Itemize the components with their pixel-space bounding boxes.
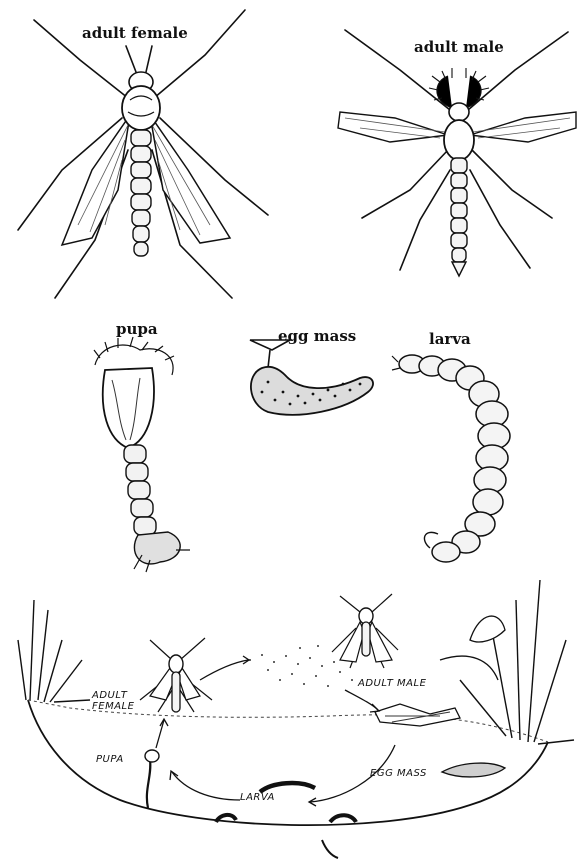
arrow-swarm-to-eggs [345, 690, 378, 710]
cycle-label-larva: LARVA [240, 792, 275, 803]
cycle-label-adult-female-line1: ADULT [92, 690, 127, 701]
swarm-dots [249, 645, 353, 687]
cycle-label-egg-mass: EGG MASS [370, 768, 427, 779]
arrow-pupa-to-female [156, 720, 164, 748]
arrow-female-to-swarm [200, 660, 248, 680]
cycle-label-adult-female-line2: FEMALE [92, 701, 134, 712]
arrow-larva-to-pupa [172, 772, 240, 800]
cycle-label-adult-male: ADULT MALE [358, 678, 426, 689]
cycle-label-pupa: PUPA [96, 754, 124, 765]
